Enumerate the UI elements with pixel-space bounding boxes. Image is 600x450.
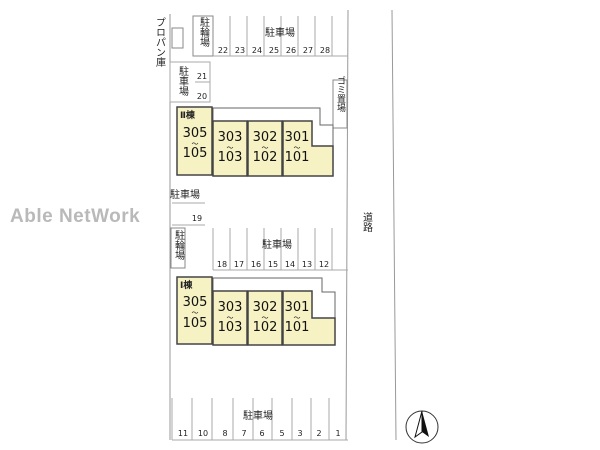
north-arrow-icon <box>405 410 439 444</box>
tilde: 〜 <box>294 144 301 152</box>
bicycle-parking-middle: 駐輪場 <box>170 227 186 269</box>
propane-storage-label: プロパン庫 <box>154 17 166 68</box>
unit-302 <box>247 120 283 177</box>
unit-303 <box>212 120 248 177</box>
unit-number: 305 <box>183 295 208 310</box>
space-number: 18 <box>217 260 227 269</box>
unit-number: 303 <box>218 300 243 315</box>
space-number: 7 <box>241 429 246 438</box>
space-number: 24 <box>252 46 262 55</box>
tilde: 〜 <box>227 314 234 322</box>
garbage-area: ゴミ置場 <box>332 75 348 129</box>
parking-left-column-top <box>169 61 211 103</box>
space-number: 13 <box>302 260 312 269</box>
space-number: 17 <box>234 260 244 269</box>
bicycle-parking-top: 駐輪場 <box>192 15 214 57</box>
unit-302 <box>247 290 283 346</box>
unit-305 <box>176 106 213 176</box>
space-number: 2 <box>316 429 321 438</box>
bicycle-parking-middle-label: 駐輪場 <box>173 229 185 261</box>
parking-bottom-label: 駐車場 <box>243 409 273 422</box>
unit-number: 302 <box>253 130 278 145</box>
tilde: 〜 <box>262 144 269 152</box>
parking-top-numbers: 22 23 24 25 26 27 28 <box>218 46 330 55</box>
space-number: 3 <box>297 429 302 438</box>
space-number: 6 <box>259 429 264 438</box>
parking-middle-label: 駐車場 <box>262 238 292 251</box>
space-number: 11 <box>178 429 188 438</box>
parking-middle-row <box>212 228 348 271</box>
space-number: 28 <box>320 46 330 55</box>
unit-number: 301 <box>285 300 310 315</box>
parking-bottom-numbers: 11 10 8 7 6 5 3 2 1 <box>178 429 341 438</box>
unit-number: 101 <box>285 320 310 335</box>
space-number: 12 <box>319 260 329 269</box>
building-1: Ⅰ棟 305 〜 105 303 〜 103 302 〜 102 301 〜 1… <box>176 276 336 346</box>
unit-number: 101 <box>285 150 310 165</box>
space-number: 26 <box>286 46 296 55</box>
space-number: 22 <box>218 46 228 55</box>
space-number: 8 <box>222 429 227 438</box>
space-number: 10 <box>198 429 208 438</box>
space-number: 27 <box>303 46 313 55</box>
parking-middle-left-label: 駐車場 <box>170 188 200 201</box>
unit-number: 102 <box>253 150 278 165</box>
space-number: 25 <box>269 46 279 55</box>
space-number: 5 <box>279 429 284 438</box>
space-number: 16 <box>251 260 261 269</box>
parking-middle-numbers: 18 17 16 15 14 13 12 <box>217 260 329 269</box>
tilde: 〜 <box>192 140 199 148</box>
space-number: 1 <box>335 429 340 438</box>
space-number: 23 <box>235 46 245 55</box>
unit-number: 103 <box>218 150 243 165</box>
tilde: 〜 <box>262 314 269 322</box>
space-number: 14 <box>285 260 295 269</box>
garbage-area-label: ゴミ置場 <box>335 75 346 113</box>
parking-left-label: 駐車場 <box>177 65 189 97</box>
space-number: 21 <box>197 72 207 81</box>
unit-number: 302 <box>253 300 278 315</box>
building-2-label: Ⅱ棟 <box>180 109 196 121</box>
tilde: 〜 <box>227 144 234 152</box>
unit-303 <box>212 290 248 346</box>
bicycle-parking-top-label: 駐輪場 <box>198 16 210 48</box>
parking-top-label: 駐車場 <box>265 26 295 39</box>
unit-number: 305 <box>183 126 208 141</box>
watermark-logo: Able NetWork <box>10 206 141 227</box>
tilde: 〜 <box>294 314 301 322</box>
space-number: 20 <box>197 92 207 101</box>
parking-bottom-row <box>171 398 348 441</box>
parking-top-row <box>213 16 348 57</box>
unit-number: 102 <box>253 320 278 335</box>
space-number: 15 <box>268 260 278 269</box>
space-number: 19 <box>192 214 202 223</box>
propane-storage: プロパン庫 <box>154 17 184 68</box>
road-label: 道路 <box>361 211 373 233</box>
unit-number: 105 <box>183 146 208 161</box>
building-1-label: Ⅰ棟 <box>180 279 193 291</box>
unit-number: 301 <box>285 130 310 145</box>
unit-305 <box>176 276 213 345</box>
road-edge-line <box>391 9 397 441</box>
unit-number: 103 <box>218 320 243 335</box>
unit-number: 303 <box>218 130 243 145</box>
unit-301 <box>282 120 334 177</box>
unit-301 <box>282 290 336 346</box>
tilde: 〜 <box>192 309 199 317</box>
building-2: Ⅱ棟 305 〜 105 303 〜 103 302 〜 102 301 〜 1… <box>176 106 334 177</box>
unit-number: 105 <box>183 316 208 331</box>
